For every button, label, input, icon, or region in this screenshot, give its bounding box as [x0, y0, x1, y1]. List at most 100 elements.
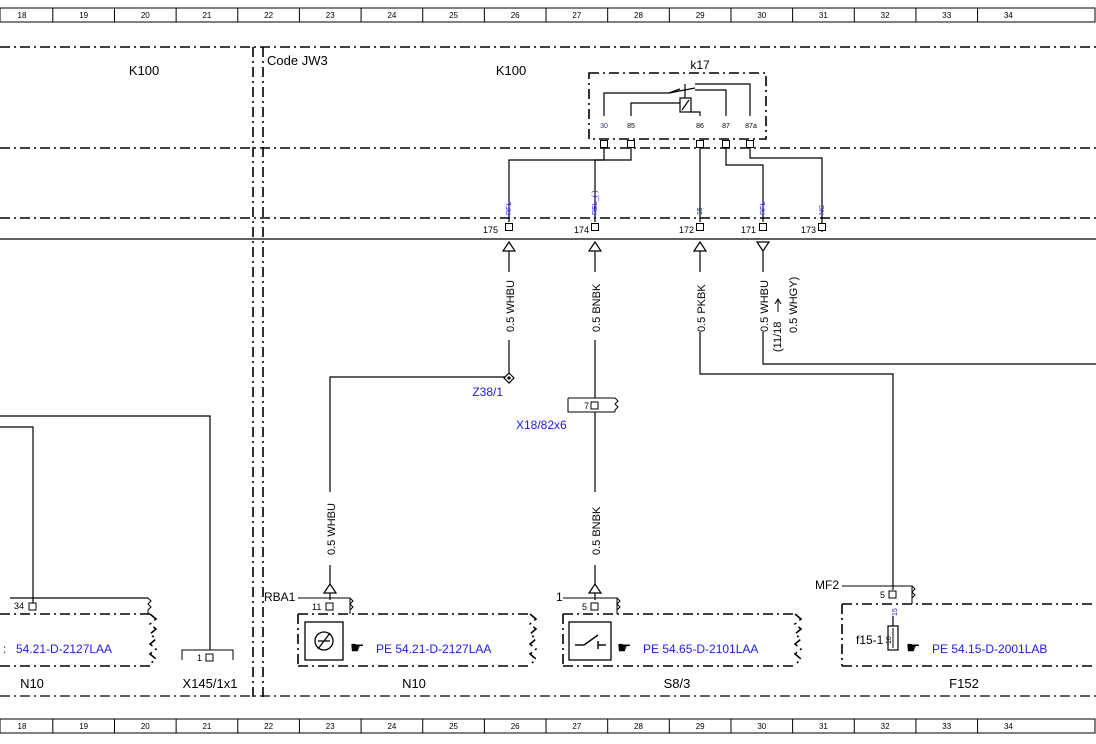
n10-ref[interactable]: PE 54.21-D-2127LAA — [376, 642, 491, 656]
bus-terminal-173 — [818, 223, 826, 231]
x18-label[interactable]: X18/82x6 — [516, 418, 567, 432]
component-n10[interactable]: RBA1 11 ☛ PE 54.21-D-2127LAA N10 — [264, 582, 538, 691]
n10-arrow — [322, 582, 338, 594]
bus-terminal-172 — [696, 223, 704, 231]
signal-label-rel: REL_(-) — [592, 190, 599, 215]
splice-label-z38[interactable]: Z38/1 — [472, 385, 503, 399]
ruler-bottom-column-29: 29 — [696, 722, 705, 731]
left-conn-zigzag — [147, 597, 152, 614]
bus-terminal-171 — [759, 223, 767, 231]
s83-pin: 5 — [582, 602, 587, 612]
left-ref[interactable]: 54.21-D-2127LAA — [16, 642, 112, 656]
f152-pin-terminal — [888, 590, 897, 599]
bus-arrows — [501, 240, 771, 253]
zone-boundaries — [0, 46, 1096, 700]
ruler-top-column-25: 25 — [449, 11, 458, 20]
ruler-bottom-column-30: 30 — [757, 722, 766, 731]
wire-note-date: (11/18 — [772, 322, 784, 352]
x145-label: X145/1x1 — [183, 676, 238, 691]
x145-box — [181, 649, 234, 660]
bus-terminal-174 — [591, 223, 599, 231]
connector-x18[interactable]: 7 X18/82x6 — [516, 397, 619, 432]
signal-label-rfl: RFL — [506, 202, 513, 215]
ruler-bottom-column-27: 27 — [572, 722, 581, 731]
conn-pin-174: 174 — [574, 225, 589, 235]
relay-terminal-30 — [600, 140, 608, 148]
relay-pin-30: 30 — [600, 123, 608, 130]
n10-pin: 11 — [312, 602, 321, 612]
left-component-box — [0, 613, 158, 667]
x145-terminal — [205, 653, 214, 662]
f152-label: F152 — [949, 676, 979, 691]
ruler-top-frame — [0, 7, 1096, 23]
zone-label-left: K100 — [129, 63, 159, 78]
bus-connector-pins — [505, 223, 826, 231]
relay-pin-85: 85 — [627, 123, 635, 130]
n10-label: N10 — [402, 676, 426, 691]
ruler-top-column-29: 29 — [696, 11, 705, 20]
fuse-name: f15-1 — [856, 633, 884, 647]
signal-label-rfl-2: RFL — [760, 202, 767, 215]
x18-terminal — [590, 401, 599, 410]
code-label: Code JW3 — [267, 53, 328, 68]
n10-box — [297, 613, 538, 667]
f152-fuse-pin: 15 — [892, 608, 899, 616]
connector-x145[interactable]: 1 X145/1x1 — [181, 649, 238, 691]
n10-conn-label: RBA1 — [264, 590, 296, 604]
ruler-top-column-27: 27 — [572, 11, 581, 20]
relay-internals — [603, 83, 751, 116]
ruler-top-column-31: 31 — [819, 11, 828, 20]
bus-terminal-175 — [505, 223, 513, 231]
ruler-top-column-24: 24 — [387, 11, 396, 20]
wire-note-wire: 0.5 WHGY) — [788, 277, 800, 333]
ruler-bottom-column-24: 24 — [387, 722, 396, 731]
s83-conn-label: 1 — [556, 590, 563, 604]
conn-pin-172: 172 — [679, 225, 694, 235]
s83-ref[interactable]: PE 54.65-D-2101LAA — [643, 642, 758, 656]
s83-hand-icon: ☛ — [617, 640, 631, 657]
component-f152[interactable]: MF2 5 15 10 f15-1 ☛ PE 54.15-D-2001LAB F… — [815, 578, 1096, 691]
wire-label-s83: 0.5 BNBK — [591, 506, 603, 555]
ruler-top-column-32: 32 — [881, 11, 890, 20]
n10-hand-icon: ☛ — [350, 640, 364, 657]
relay-pin-terminals — [600, 140, 754, 148]
wire-label-175: 0.5 WHBU — [505, 280, 517, 332]
relay-pin-87a: 87a — [745, 123, 757, 130]
ruler-bottom-column-23: 23 — [326, 722, 335, 731]
ruler-bottom-column-31: 31 — [819, 722, 828, 731]
x18-box — [567, 397, 619, 413]
main-wires — [329, 251, 1096, 590]
relay-box — [588, 72, 767, 140]
ruler-top-column-22: 22 — [264, 11, 273, 20]
ruler-bottom-column-22: 22 — [264, 722, 273, 731]
wire-label-171: 0.5 WHBU — [759, 280, 771, 332]
splice-z38[interactable]: Z38/1 — [472, 372, 515, 399]
left-label-n10: N10 — [20, 676, 44, 691]
ruler-top-column-26: 26 — [511, 11, 520, 20]
ruler-top-column-28: 28 — [634, 11, 643, 20]
ruler-top-column-21: 21 — [202, 11, 211, 20]
f152-hand-icon: ☛ — [906, 640, 920, 657]
relay-pin-86: 86 — [696, 123, 704, 130]
f152-box — [841, 603, 1096, 667]
ruler-top-column-20: 20 — [141, 11, 150, 20]
component-s83[interactable]: 1 5 ☛ PE 54.65-D-2101LAA S8/3 — [556, 582, 803, 691]
x18-pin: 7 — [584, 401, 589, 411]
wire-label-174: 0.5 BNBK — [591, 283, 603, 332]
switch-icon — [575, 634, 606, 649]
ruler-bottom-frame — [0, 718, 1096, 734]
s83-arrow — [587, 582, 603, 594]
ruler-top-column-18: 18 — [18, 11, 27, 20]
relay-k17[interactable]: k17 30 85 86 87 87a — [588, 58, 767, 140]
conn-pin-173: 173 — [801, 225, 816, 235]
f152-pin: 5 — [880, 590, 885, 600]
left-ref-edge: : — [3, 642, 6, 656]
s83-label: S8/3 — [664, 676, 691, 691]
f152-ref[interactable]: PE 54.15-D-2001LAB — [932, 642, 1047, 656]
ruler-bottom-column-20: 20 — [141, 722, 150, 731]
sensor-icon — [314, 631, 334, 651]
ruler-bottom-column-32: 32 — [881, 722, 890, 731]
f152-conn-box — [842, 585, 916, 604]
fuse-value: 10 — [886, 636, 893, 644]
